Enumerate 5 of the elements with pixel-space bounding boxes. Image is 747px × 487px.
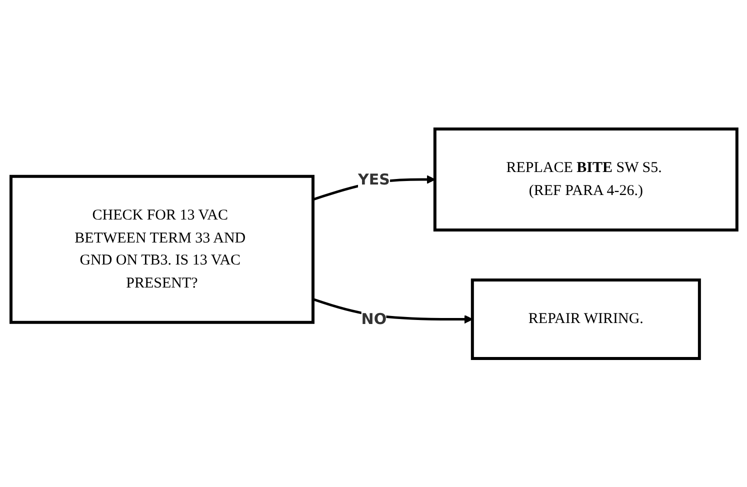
node-box: CHECK FOR 13 VAC BETWEEN TERM 33 AND GND ON TB3. IS 13 VAC PRESENT? — [9, 174, 314, 324]
edge-label: NO — [360, 310, 386, 328]
node-box: REPAIR WIRING. — [470, 278, 700, 360]
node-box: REPLACE BITE SW S5. (REF PARA 4-26.) — [432, 127, 738, 232]
edge-label: YES — [358, 170, 390, 188]
